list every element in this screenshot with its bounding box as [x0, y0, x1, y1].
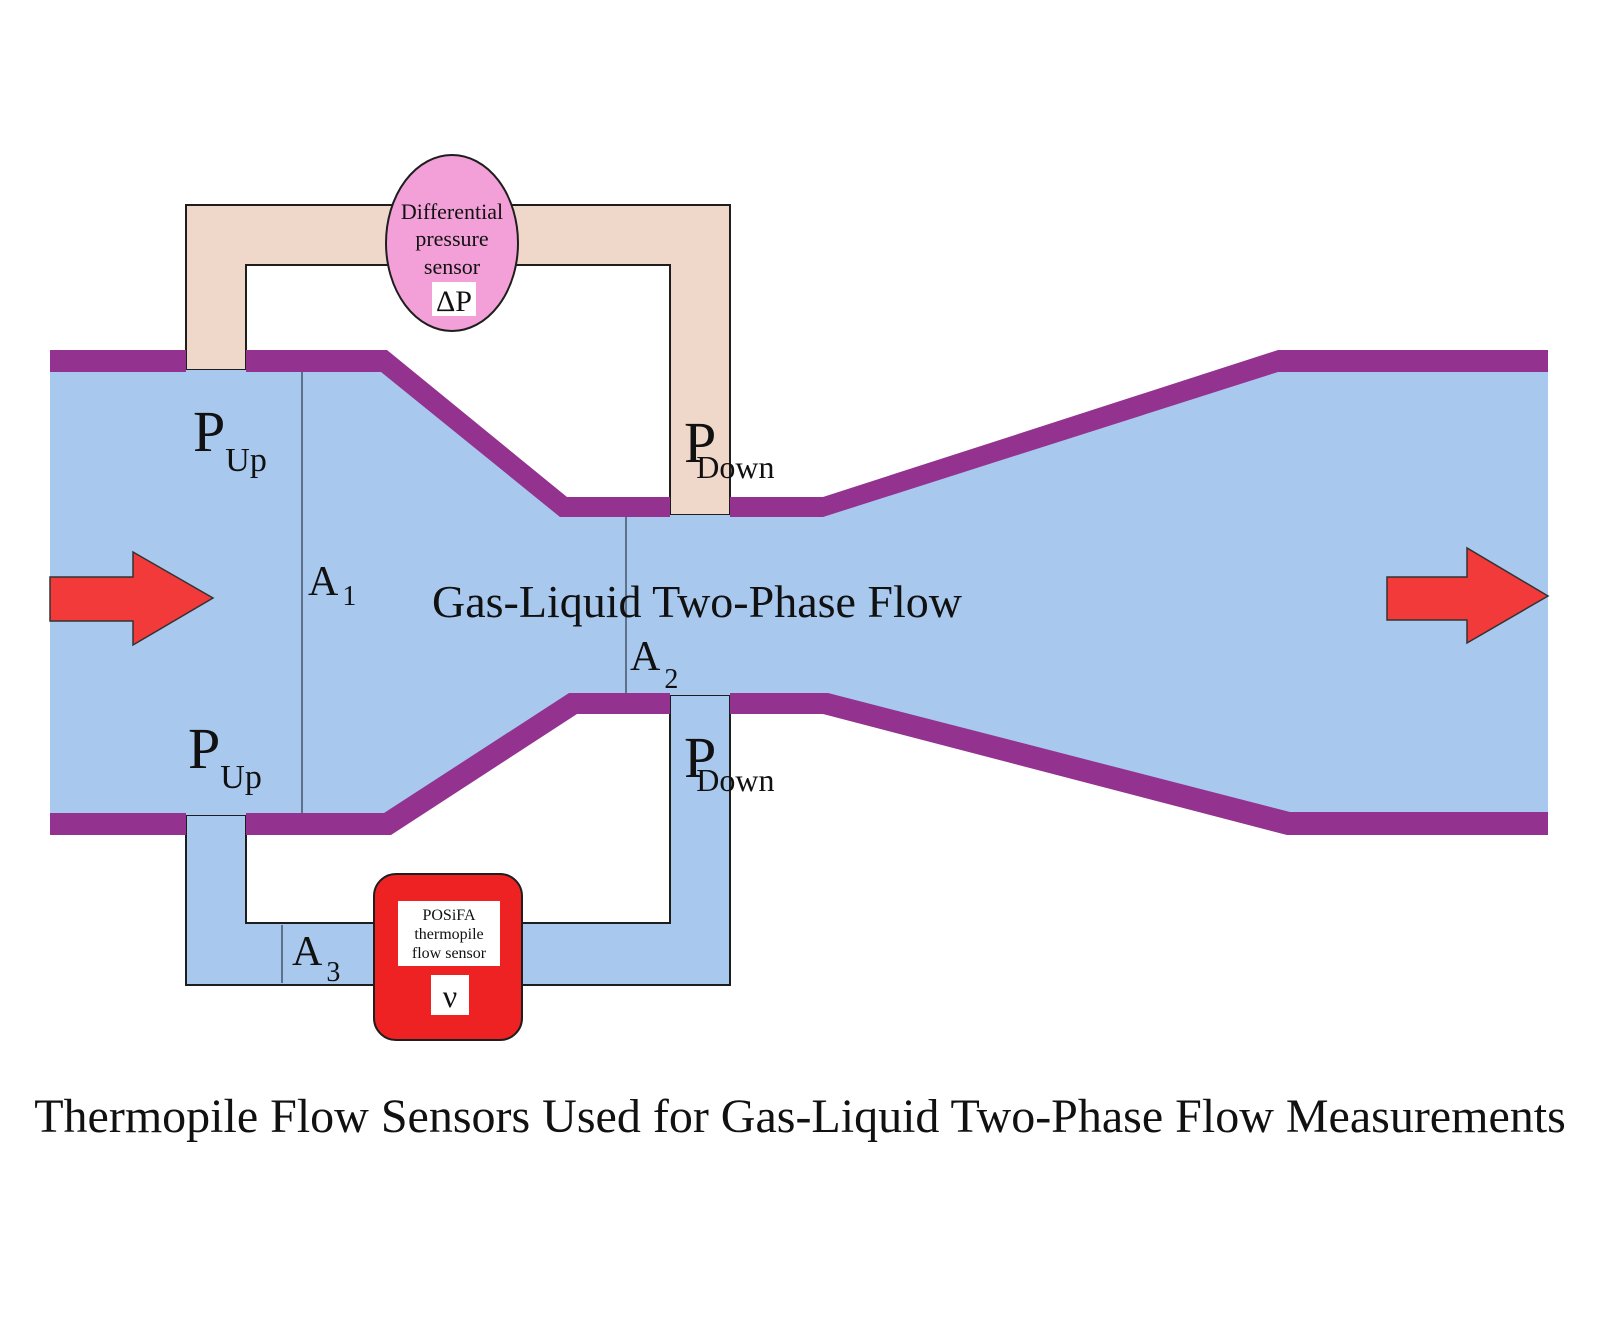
p-up-upper-label: PUp [193, 399, 267, 479]
p-down-lower-sub: Down [696, 762, 774, 798]
p-down-upper-label: PDown [684, 410, 774, 485]
bottom-wall-diverging [730, 693, 1548, 835]
thermopile-flow-sensor: POSiFA thermopile flow sensor ν [373, 873, 523, 1041]
a1-sub: 1 [342, 581, 356, 612]
flow-sensor-line2: thermopile [414, 926, 483, 943]
bottom-wall-inlet-left [50, 813, 186, 835]
figure-caption: Thermopile Flow Sensors Used for Gas-Liq… [34, 1090, 1566, 1143]
p-up-lower-label: PUp [188, 716, 262, 796]
dp-sensor-line2: pressure [415, 226, 488, 251]
top-wall-inlet-left [50, 350, 186, 372]
dp-sensor-line1: Differential [401, 199, 503, 224]
p-up-upper-sub: Up [225, 442, 267, 479]
inlet-arrow-icon [49, 550, 215, 647]
dp-symbol: ΔP [436, 285, 472, 318]
flow-symbol: ν [443, 978, 457, 1014]
outlet-arrow-icon [1386, 546, 1550, 645]
a2-sub: 2 [664, 664, 678, 695]
flow-sensor-line1: POSiFA [422, 907, 476, 924]
top-wall-diverging [730, 350, 1548, 517]
bottom-wall-converging [246, 693, 670, 835]
fluid-body [50, 370, 1548, 815]
flow-symbol-box [431, 975, 469, 1015]
flow-sensor-line3: flow sensor [412, 945, 487, 962]
p-down-upper-sub: Down [696, 449, 774, 485]
top-wall-converging [246, 350, 670, 517]
p-down-lower-label: PDown [684, 725, 774, 798]
dp-sensor-line3: sensor [424, 254, 481, 279]
flow-label: Gas-Liquid Two-Phase Flow [432, 576, 963, 627]
a3-sub: 3 [326, 957, 340, 988]
flow-sensor-label-box [398, 901, 500, 966]
dp-symbol-box [432, 282, 476, 316]
differential-pressure-sensor: Differential pressure sensor ΔP [385, 154, 519, 332]
p-up-lower-sub: Up [220, 759, 262, 796]
